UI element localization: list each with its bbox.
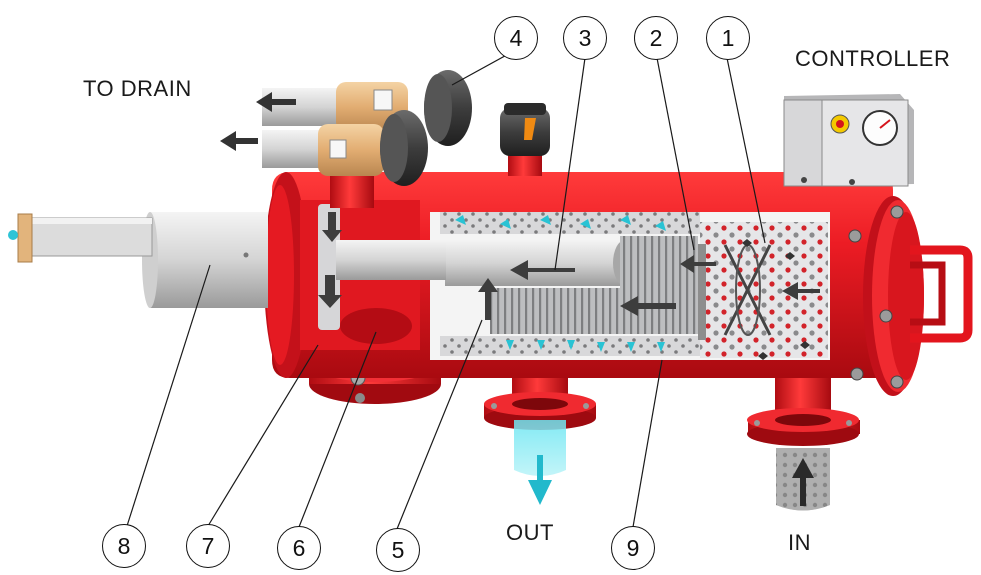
callout-3: 3	[563, 16, 607, 60]
out-label: OUT	[506, 520, 554, 545]
controller-label: CONTROLLER	[795, 46, 951, 71]
callout-8: 8	[102, 524, 146, 568]
flushing-chamber	[300, 200, 446, 350]
callout-5: 5	[376, 528, 420, 572]
callout-6: 6	[277, 526, 321, 570]
flushing-valves	[220, 70, 472, 208]
callout-9: 9	[611, 526, 655, 570]
hydraulic-piston-actuator	[8, 212, 268, 308]
callout-2: 2	[634, 16, 678, 60]
callout-1: 1	[706, 16, 750, 60]
callout-4: 4	[494, 16, 538, 60]
controller-box	[783, 94, 914, 187]
air-release-valve	[500, 103, 550, 176]
callout-7: 7	[186, 524, 230, 568]
callout-leaders	[126, 51, 766, 530]
in-label: IN	[788, 530, 811, 555]
cutaway	[362, 212, 830, 360]
to-drain-label: TO DRAIN	[83, 76, 192, 101]
